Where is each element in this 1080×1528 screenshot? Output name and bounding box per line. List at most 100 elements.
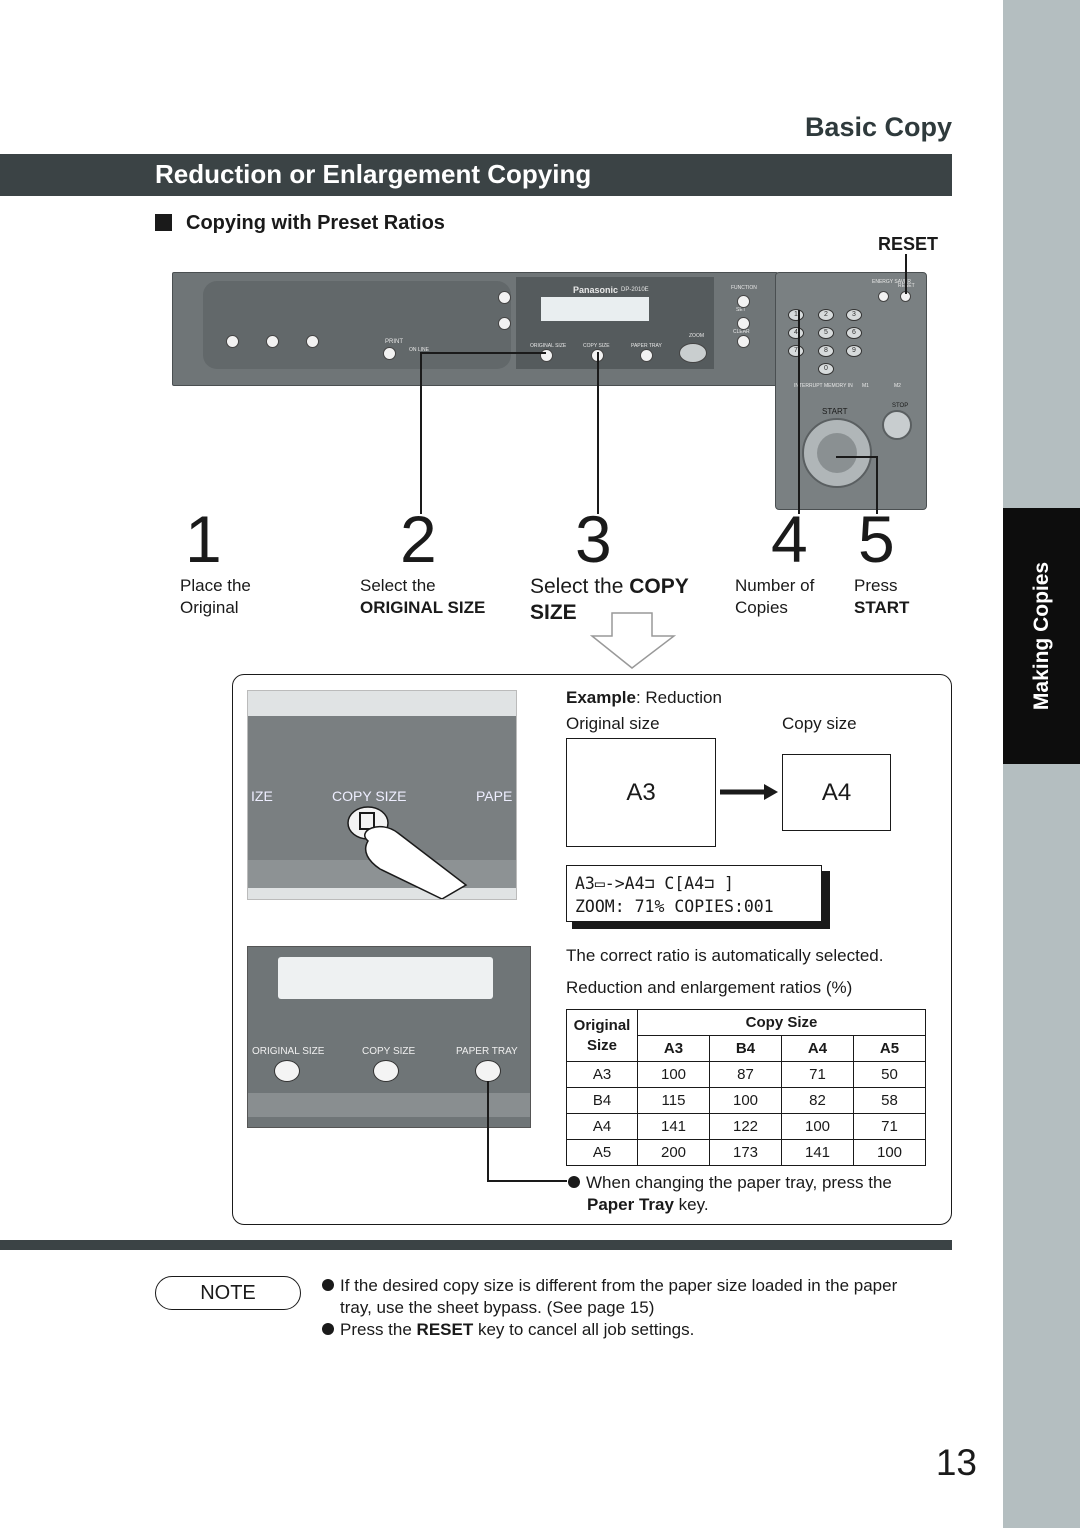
m2-label: M2 — [894, 383, 901, 389]
panel-button[interactable] — [266, 335, 279, 348]
table-cell: 122 — [709, 1113, 782, 1140]
step3-leader-line — [597, 352, 599, 514]
panel-button[interactable] — [498, 291, 511, 304]
section-divider — [0, 1240, 952, 1250]
key-7[interactable]: 7 — [788, 345, 804, 357]
panel-clear-button[interactable] — [737, 335, 750, 348]
photo-label: COPY SIZE — [362, 1046, 416, 1057]
example-box — [232, 674, 952, 1225]
panel-left-section — [203, 281, 511, 369]
panel-lcd — [541, 297, 649, 321]
panel-button[interactable] — [226, 335, 239, 348]
step5-leader-line — [876, 456, 878, 514]
panel-print-button[interactable] — [383, 347, 396, 360]
table-cell: 173 — [709, 1139, 782, 1166]
photo-label: ORIGINAL SIZE — [252, 1046, 325, 1057]
row-header: A5 — [566, 1139, 638, 1166]
panel-function-label: FUNCTION — [731, 285, 757, 291]
key-9[interactable]: 9 — [846, 345, 862, 357]
photo-label: PAPE — [476, 788, 513, 804]
key-4[interactable]: 4 — [788, 327, 804, 339]
column-header: A5 — [853, 1035, 926, 1062]
energy-saver-button[interactable] — [878, 291, 889, 302]
panel-button[interactable] — [306, 335, 319, 348]
step-number: 1 — [185, 502, 222, 576]
table-row: A4 141 122 100 71 — [566, 1113, 926, 1140]
section-title: Basic Copy — [804, 112, 952, 142]
copy-size-button[interactable] — [373, 1060, 399, 1082]
table-row: A3 100 87 71 50 — [566, 1061, 926, 1088]
panel-brand: Panasonic — [573, 285, 619, 295]
panel-screen — [278, 957, 493, 999]
row-header: B4 — [566, 1087, 638, 1114]
square-bullet-icon — [155, 214, 172, 231]
control-panel: Panasonic DP-2010E PRINT ON LINE ORIGINA… — [172, 272, 778, 386]
panel-zoom-label: ZOOM — [689, 333, 704, 339]
key-2[interactable]: 2 — [818, 309, 834, 321]
column-header: B4 — [709, 1035, 782, 1062]
panel-function-button[interactable] — [737, 295, 750, 308]
column-header: A3 — [637, 1035, 710, 1062]
panel-paper-tray-button[interactable] — [640, 349, 653, 362]
table-cell: 71 — [853, 1113, 926, 1140]
page-title: Reduction or Enlargement Copying — [155, 159, 592, 189]
step2-leader-line — [420, 352, 546, 354]
original-size-button[interactable] — [274, 1060, 300, 1082]
step-number: 2 — [400, 502, 437, 576]
table-cell: 100 — [781, 1113, 854, 1140]
keypad-panel: 1 2 3 4 5 6 7 8 9 0 ENERGY SAVER RESET I… — [775, 272, 927, 510]
copy-size-group-header: Copy Size — [637, 1009, 926, 1036]
stop-button[interactable] — [882, 410, 912, 440]
key-3[interactable]: 3 — [846, 309, 862, 321]
paper-tray-button[interactable] — [475, 1060, 501, 1082]
table-row: A5 200 173 141 100 — [566, 1139, 926, 1166]
row-header: A4 — [566, 1113, 638, 1140]
subheading-text: Copying with Preset Ratios — [186, 212, 445, 234]
sidebar-tab-making-copies[interactable]: Making Copies — [1003, 508, 1080, 764]
copy-size-box: A4 — [782, 754, 891, 831]
energy-saver-label: ENERGY SAVER — [872, 279, 911, 285]
interrupt-label: INTERRUPT — [794, 383, 823, 389]
start-button[interactable] — [802, 418, 872, 488]
step-number: 5 — [858, 502, 895, 576]
key-5[interactable]: 5 — [818, 327, 834, 339]
panel-set-button[interactable] — [737, 317, 750, 330]
table-cell: 200 — [637, 1139, 710, 1166]
panel-button[interactable] — [498, 317, 511, 330]
key-0[interactable]: 0 — [818, 363, 834, 375]
ratios-caption: Reduction and enlargement ratios (%) — [566, 978, 853, 997]
column-header: A4 — [781, 1035, 854, 1062]
step-number: 4 — [771, 502, 808, 576]
sidebar — [1003, 0, 1080, 1528]
table-cell: 71 — [781, 1061, 854, 1088]
start-icon — [817, 433, 857, 473]
photo-label: PAPER TRAY — [456, 1046, 518, 1057]
table-cell: 87 — [709, 1061, 782, 1088]
key-1[interactable]: 1 — [788, 309, 804, 321]
panel-zoom-dial[interactable] — [679, 343, 707, 363]
panel-clear-label: CLEAR — [733, 329, 750, 335]
bullet-icon — [568, 1176, 580, 1188]
step5-leader-line — [836, 456, 877, 458]
key-8[interactable]: 8 — [818, 345, 834, 357]
key-6[interactable]: 6 — [846, 327, 862, 339]
title-bar: Reduction or Enlargement Copying — [0, 154, 952, 196]
panel-original-size-button[interactable] — [540, 349, 553, 362]
table-cell: 100 — [853, 1139, 926, 1166]
note-label: NOTE — [155, 1276, 301, 1310]
panel-copy-size-label: COPY SIZE — [583, 343, 610, 349]
memory-in-label: MEMORY IN — [824, 383, 853, 389]
table-cell: 100 — [709, 1087, 782, 1114]
note-item-2: Press the RESET key to cancel all job se… — [322, 1319, 694, 1341]
reset-leader-line — [905, 254, 907, 294]
note-item-1: If the desired copy size is different fr… — [322, 1275, 897, 1319]
panel-online-label: ON LINE — [409, 347, 430, 353]
table-cell: 82 — [781, 1087, 854, 1114]
panel-model: DP-2010E — [621, 287, 649, 293]
page-number: 13 — [935, 1442, 977, 1483]
table-cell: 141 — [637, 1113, 710, 1140]
